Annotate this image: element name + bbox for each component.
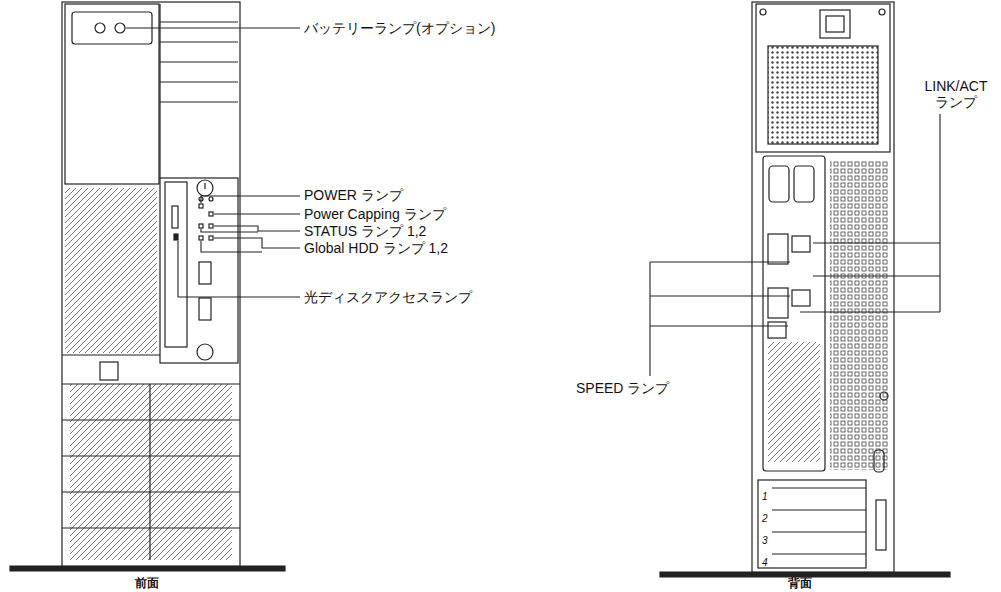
status-lamp bbox=[199, 224, 203, 228]
power-symbol bbox=[204, 183, 205, 189]
panel-latch bbox=[100, 362, 118, 380]
vent-bands bbox=[62, 384, 240, 560]
screw bbox=[880, 392, 888, 400]
leader-line bbox=[178, 241, 300, 297]
leader-line bbox=[201, 196, 300, 203]
callout-label: 光ディスクアクセスランプ bbox=[304, 289, 472, 305]
ac-socket bbox=[826, 16, 844, 32]
view-caption: 背面 bbox=[788, 577, 812, 591]
io-panel bbox=[763, 156, 825, 471]
chassis bbox=[62, 2, 240, 566]
kensington bbox=[876, 500, 886, 550]
hdd-lamp bbox=[199, 236, 203, 240]
control-panel bbox=[160, 178, 238, 363]
leader-line bbox=[800, 114, 940, 312]
expansion-slots bbox=[758, 480, 866, 568]
drive-bays bbox=[160, 4, 238, 178]
battery-lamp bbox=[95, 23, 105, 33]
slot-number: 4 bbox=[762, 557, 768, 569]
callout-label: SPEED ランプ bbox=[576, 380, 669, 396]
callout-label: STATUS ランプ 1,2 bbox=[304, 223, 426, 239]
back-leaders bbox=[650, 114, 940, 376]
slot-number: 1 bbox=[762, 491, 768, 503]
back-view bbox=[660, 2, 950, 577]
usb-port bbox=[199, 262, 211, 284]
status-lamp bbox=[209, 224, 213, 228]
lamp bbox=[209, 197, 213, 201]
rear-vent bbox=[830, 160, 888, 470]
serial-port bbox=[769, 166, 789, 202]
callout-label: Global HDD ランプ 1,2 bbox=[304, 240, 448, 256]
lan-port bbox=[768, 322, 786, 338]
power-button bbox=[197, 180, 213, 196]
slot-covers bbox=[772, 488, 866, 554]
callout-label: バッテリーランプ(オプション) bbox=[304, 20, 495, 36]
battery-lamp bbox=[115, 23, 125, 33]
lock-hole bbox=[874, 450, 884, 472]
lan-port bbox=[792, 236, 810, 252]
usb-port bbox=[199, 298, 211, 320]
psu-fan-grille bbox=[768, 46, 878, 144]
leader-line bbox=[126, 27, 300, 28]
slot-number: 3 bbox=[762, 535, 768, 547]
eject-button bbox=[172, 206, 178, 228]
base-plate bbox=[10, 566, 285, 571]
slot-number: 2 bbox=[762, 513, 768, 525]
hdd-lamp bbox=[209, 236, 213, 240]
power-lamp bbox=[199, 204, 203, 208]
callout-label: Power Capping ランプ bbox=[304, 206, 446, 222]
callout-label: LINK/ACT ランプ bbox=[916, 78, 996, 110]
round-button bbox=[197, 344, 213, 360]
screw bbox=[879, 9, 885, 15]
screw bbox=[760, 9, 766, 15]
io-vent bbox=[768, 342, 820, 462]
optical-lamp bbox=[174, 234, 178, 240]
power-capping-lamp bbox=[209, 212, 213, 216]
front-vent bbox=[65, 188, 157, 353]
leader-line bbox=[201, 226, 300, 232]
lan-port bbox=[792, 290, 810, 306]
power-supply bbox=[756, 4, 890, 152]
ac-inlet bbox=[820, 10, 850, 38]
leader-line bbox=[214, 213, 300, 214]
optical-drive bbox=[165, 182, 187, 347]
usb-port bbox=[768, 288, 788, 318]
front-view bbox=[10, 2, 285, 571]
callout-label: POWER ランプ bbox=[304, 187, 403, 203]
leader-line bbox=[201, 238, 300, 252]
leader-line bbox=[650, 262, 790, 376]
drive-cover bbox=[65, 4, 159, 184]
vga-port bbox=[794, 166, 814, 202]
panel-edge bbox=[62, 354, 160, 355]
usb-port bbox=[768, 234, 788, 264]
front-leaders bbox=[126, 28, 300, 297]
view-caption: 前面 bbox=[135, 577, 159, 591]
chassis bbox=[752, 2, 894, 572]
front-vent bbox=[70, 384, 232, 560]
